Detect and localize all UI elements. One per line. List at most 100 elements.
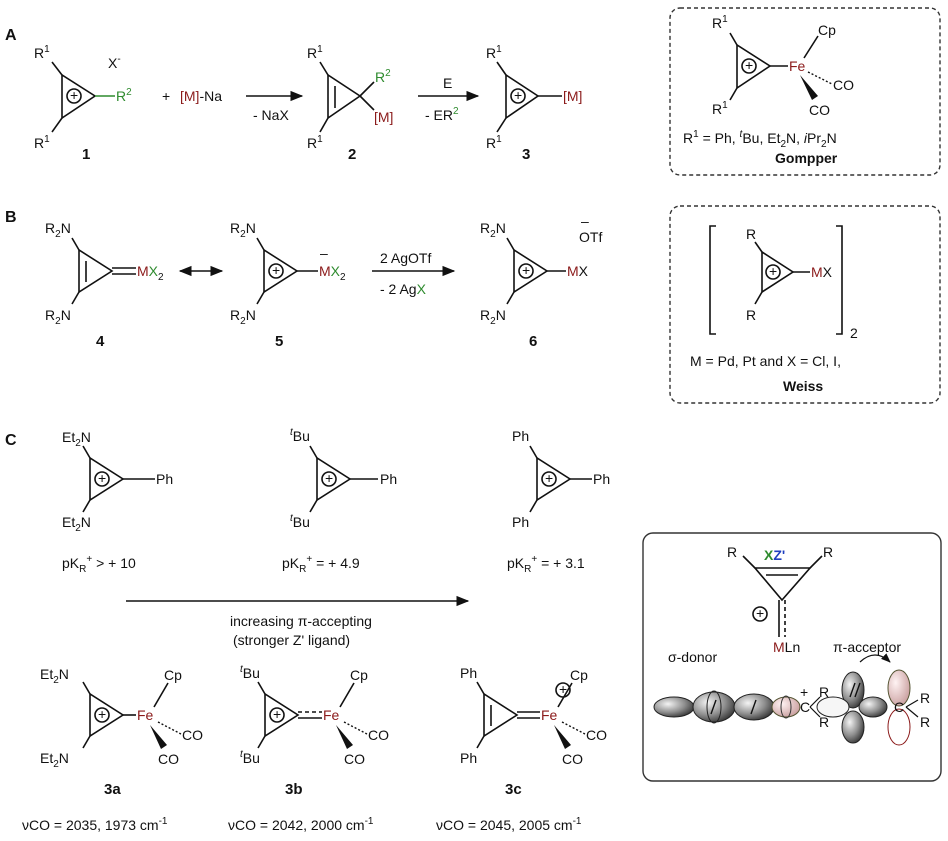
c5-mx2: MX2 — [319, 263, 346, 283]
c-cat1-et2n-top: Et2N — [62, 429, 91, 449]
weiss-structure: + — [709, 225, 843, 335]
compound-2-structure — [319, 61, 375, 133]
gompper-name: Gompper — [775, 150, 838, 166]
orbital-r-right: R — [823, 544, 833, 560]
c-cat3-ph-top: Ph — [512, 428, 529, 444]
compound-5-number: 5 — [275, 333, 283, 350]
arrow-b-below: - 2 AgX — [380, 281, 427, 297]
arrow1-below-label: - NaX — [253, 107, 289, 123]
svg-text:+: + — [70, 87, 78, 103]
r2-label: R2 — [116, 87, 132, 104]
svg-text:+: + — [522, 262, 530, 278]
svg-text:+: + — [325, 470, 333, 486]
c4-mx2: MX2 — [137, 263, 164, 283]
weiss-subscript: 2 — [850, 325, 858, 341]
c-cat2-tbu-bottom: tBu — [290, 513, 310, 530]
svg-text:+: + — [272, 262, 280, 278]
sigma-donor-orbital-diagram — [653, 690, 821, 724]
c2-r1-bottom: R1 — [307, 134, 323, 151]
pka-3: pKR+ = + 3.1 — [507, 554, 585, 575]
c-cat1-et2n-bottom: Et2N — [62, 514, 91, 534]
gompper-caption: R1 = Ph, tBu, Et2N, iPr2N — [683, 129, 837, 150]
sigma-donor-label: σ-donor — [668, 649, 717, 665]
gompper-box — [669, 7, 941, 176]
compound-3a-number: 3a — [104, 781, 121, 798]
c3b-tbu-top: tBu — [240, 664, 260, 681]
c2-r1-top: R1 — [307, 44, 323, 61]
ir-3b: νCO = 2042, 2000 cm-1 — [228, 816, 374, 833]
c3a-fe: Fe — [137, 707, 154, 723]
complex-3a-structure: + — [82, 681, 182, 749]
compound-5-structure: + — [256, 237, 318, 305]
c-cat2-tbu-top: tBu — [290, 427, 310, 444]
pka-1: pKR+ > + 10 — [62, 554, 136, 575]
ir-3a: νCO = 2035, 1973 cm-1 — [22, 816, 168, 833]
c3c-cp: Cp — [570, 667, 588, 683]
svg-text:+: + — [98, 706, 106, 722]
trend-label-2: (stronger Z' ligand) — [233, 632, 350, 648]
svg-text:+: + — [98, 470, 106, 486]
sigma-r-top: R — [819, 684, 829, 700]
compound-3c-number: 3c — [505, 781, 522, 798]
compound-2-number: 2 — [348, 146, 356, 163]
c3b-tbu-bottom: tBu — [240, 749, 260, 766]
orbital-mln: MLn — [773, 639, 800, 655]
pi-acceptor-orbital-diagram — [816, 653, 919, 746]
gompper-co-2: CO — [809, 102, 830, 118]
c5-minus: – — [320, 245, 328, 261]
compound-1-number: 1 — [82, 146, 90, 163]
svg-text:+: + — [273, 706, 281, 722]
c2-r2: R2 — [375, 68, 391, 85]
compound-1-structure: + — [51, 61, 115, 133]
weiss-r-bottom: R — [746, 307, 756, 323]
c-cat1-ph: Ph — [156, 471, 173, 487]
gompper-r1-top: R1 — [712, 14, 728, 31]
svg-text:+: + — [559, 681, 567, 697]
c-cat3-ph-bottom: Ph — [512, 514, 529, 530]
c-cat3-ph-right: Ph — [593, 471, 610, 487]
orbital-ligand-structure: + — [742, 555, 823, 637]
gompper-co-1: CO — [833, 77, 854, 93]
c3c-fe: Fe — [541, 707, 558, 723]
compound-3-number: 3 — [522, 146, 530, 163]
reagent-label: [M]-Na — [180, 88, 222, 104]
svg-text:+: + — [769, 263, 777, 279]
cation-triphenyl-structure: + — [529, 445, 592, 513]
complex-3c-structure: + — [476, 681, 586, 749]
section-label-c: C — [5, 432, 17, 449]
arrow2-below-label: - ER2 — [425, 106, 459, 123]
c5-r2n-bottom: R2N — [230, 307, 256, 327]
pka-2: pKR+ = + 4.9 — [282, 554, 360, 575]
compound-6-number: 6 — [529, 333, 537, 350]
cation-ditbu-structure: + — [309, 445, 378, 513]
compound-4-structure — [71, 237, 136, 305]
c2-metal: [M] — [374, 109, 393, 125]
pi-carbon: C — [894, 699, 904, 715]
c3-r1-top: R1 — [486, 44, 502, 61]
weiss-box — [669, 205, 941, 404]
trend-label-1: increasing π-accepting — [230, 613, 372, 629]
c3c-ph-top: Ph — [460, 665, 477, 681]
weiss-caption: M = Pd, Pt and X = Cl, I, — [690, 353, 841, 369]
svg-text:+: + — [745, 57, 753, 73]
pi-r-bottom: R — [920, 714, 930, 730]
c3c-ph-bottom: Ph — [460, 750, 477, 766]
weiss-mx: MX — [811, 264, 833, 280]
sigma-r-bottom: R — [819, 714, 829, 730]
compound-6-structure: + — [506, 237, 566, 305]
sigma-carbon: C — [800, 699, 810, 715]
weiss-r-top: R — [746, 226, 756, 242]
section-label-b: B — [5, 209, 17, 226]
arrow2-above-label: E — [443, 75, 452, 91]
c3b-co-1: CO — [368, 727, 389, 743]
pi-acceptor-label: π-acceptor — [833, 639, 901, 655]
c6-counter-minus: – — [581, 213, 589, 229]
c3a-co-2: CO — [158, 751, 179, 767]
c6-counterion: OTf — [579, 229, 602, 245]
section-label-a: A — [5, 27, 17, 44]
c6-mx: MX — [567, 263, 589, 279]
c4-r2n-bottom: R2N — [45, 307, 71, 327]
complex-3b-structure: + — [257, 681, 368, 749]
c3a-cp: Cp — [164, 667, 182, 683]
